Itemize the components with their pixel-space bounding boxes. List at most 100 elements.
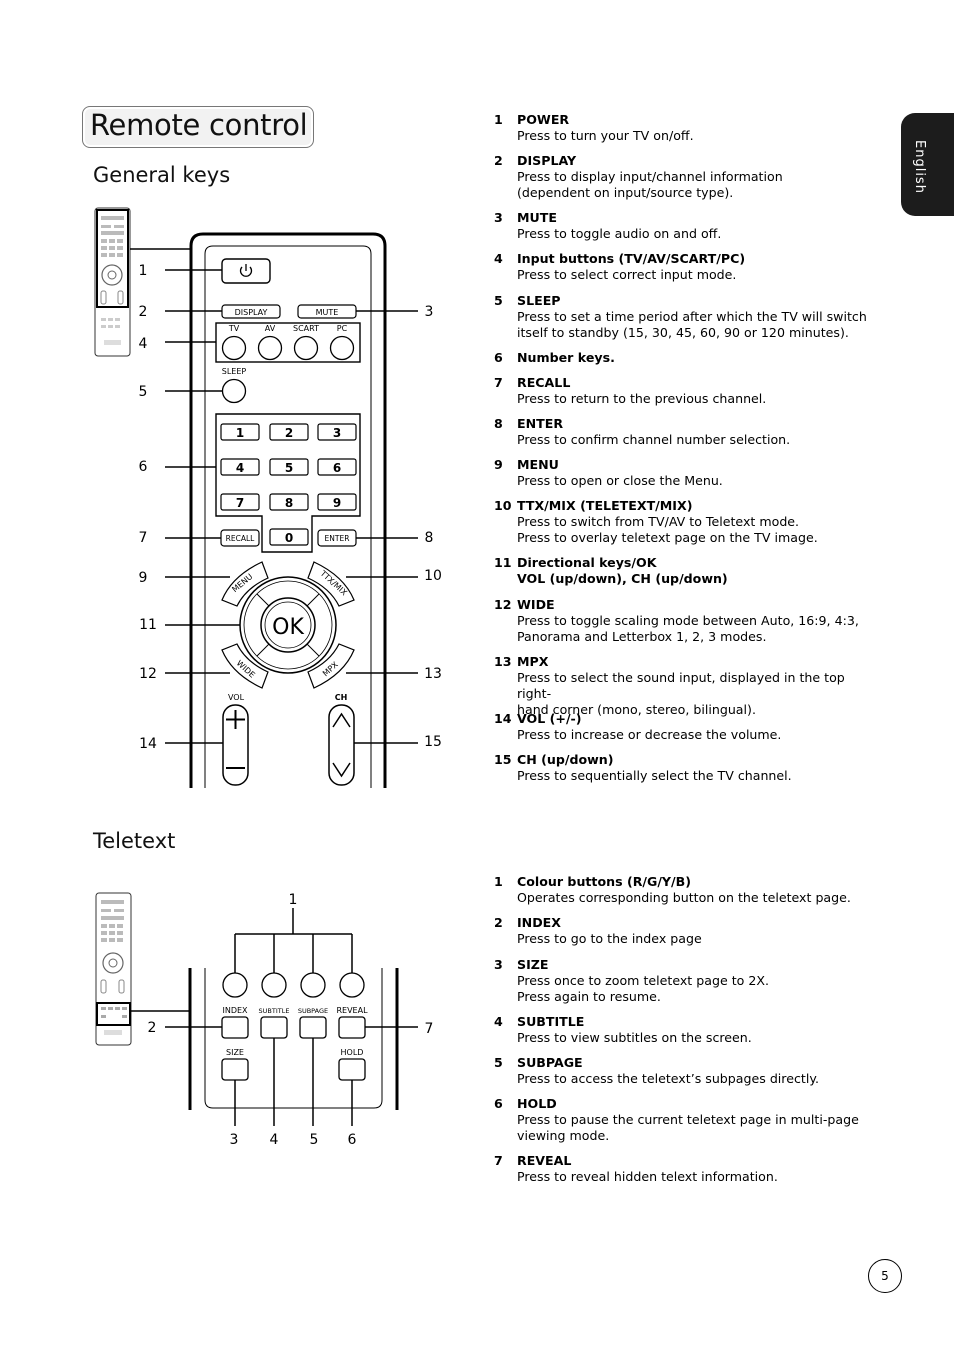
key-8-button[interactable]	[269, 493, 309, 511]
tv-button[interactable]	[221, 335, 247, 361]
item-body: Press to confirm channel number selectio…	[517, 432, 791, 447]
item-number: 3	[494, 957, 503, 972]
callout-10: 10	[424, 568, 442, 584]
list-item: 5 SLEEP Press to set a time period after…	[494, 293, 874, 341]
key-9-button[interactable]	[317, 493, 357, 511]
item-number: 9	[494, 457, 503, 472]
item-number: 5	[494, 1055, 503, 1070]
callout-8: 8	[425, 530, 434, 546]
key-4-button[interactable]	[220, 458, 260, 476]
item-number: 1	[494, 112, 503, 127]
item-number: 10	[494, 498, 512, 513]
sleep-button[interactable]	[221, 378, 247, 404]
vol-rocker[interactable]	[222, 704, 249, 786]
tt-callout-3: 3	[230, 1132, 239, 1148]
yellow-button[interactable]	[300, 972, 326, 998]
list-item: 2 DISPLAY Press to display input/channel…	[494, 153, 874, 201]
subpage-button[interactable]	[299, 1016, 327, 1039]
tt-callout-5: 5	[310, 1132, 319, 1148]
item-heading: Input buttons (TV/AV/SCART/PC)	[517, 251, 746, 266]
item-heading: CH (up/down)	[517, 752, 614, 767]
pc-button[interactable]	[329, 335, 355, 361]
ok-button[interactable]	[260, 597, 316, 653]
item-heading: VOL (+/-)	[517, 711, 582, 726]
callout-13: 13	[424, 666, 442, 682]
remote-general-diagram: DISPLAY MUTE TV AV SCART PC SLEEP 1 2 3 …	[94, 207, 442, 788]
callout-12: 12	[139, 666, 157, 682]
reveal-button[interactable]	[338, 1016, 366, 1039]
key-9-label: 9	[333, 496, 341, 510]
item-heading: Number keys.	[517, 350, 615, 365]
ttx-mix-button[interactable]	[307, 561, 355, 607]
red-button[interactable]	[222, 972, 248, 998]
item-body: Operates corresponding button on the tel…	[517, 890, 851, 905]
item-body: Press to reveal hidden telext informatio…	[517, 1169, 778, 1184]
key-7-button[interactable]	[220, 493, 260, 511]
language-tab	[901, 113, 954, 216]
subtitle-button[interactable]	[260, 1016, 288, 1039]
ch-rocker[interactable]	[328, 704, 355, 786]
size-button[interactable]	[221, 1058, 249, 1081]
item-body: Press to toggle scaling mode between Aut…	[517, 613, 859, 644]
callout-6: 6	[139, 459, 148, 475]
list-item: 4 SUBTITLE Press to view subtitles on th…	[494, 1014, 874, 1046]
callout-1: 1	[139, 263, 148, 279]
item-number: 14	[494, 711, 512, 726]
plus-icon	[226, 710, 245, 729]
hold-button[interactable]	[338, 1058, 366, 1081]
list-item: 11 Directional keys/OK VOL (up/down), CH…	[494, 555, 874, 587]
remote-teletext-diagram: INDEX SUBTITLE SUBPAGE REVEAL SIZE HOLD …	[95, 892, 433, 1148]
page-title: Remote control	[90, 108, 308, 142]
mpx-button[interactable]	[307, 643, 355, 689]
tt-callout-2: 2	[148, 1020, 157, 1036]
item-body: Press to go to the index page	[517, 931, 702, 946]
item-number: 15	[494, 752, 512, 767]
list-item: 13 MPX Press to select the sound input, …	[494, 654, 874, 718]
key-7-label: 7	[236, 496, 244, 510]
callout-14: 14	[139, 736, 157, 752]
wide-button[interactable]	[221, 643, 269, 689]
key-6-button[interactable]	[317, 458, 357, 476]
item-body: Press to sequentially select the TV chan…	[517, 768, 792, 783]
item-body: Press to switch from TV/AV to Teletext m…	[517, 514, 818, 545]
item-number: 7	[494, 1153, 503, 1168]
hold-label: HOLD	[341, 1048, 364, 1057]
scart-button[interactable]	[293, 335, 319, 361]
vol-label: VOL	[228, 693, 245, 702]
index-button[interactable]	[221, 1016, 249, 1039]
item-number: 3	[494, 210, 503, 225]
key-5-button[interactable]	[269, 458, 309, 476]
callout-11: 11	[139, 617, 157, 633]
item-heading: MENU	[517, 457, 559, 472]
item-heading: HOLD	[517, 1096, 557, 1111]
list-item: 1 Colour buttons (R/G/Y/B) Operates corr…	[494, 874, 874, 906]
item-body: Press once to zoom teletext page to 2X. …	[517, 973, 769, 1004]
ok-label: OK	[272, 615, 304, 640]
key-0-button[interactable]	[269, 528, 309, 546]
key-3-button[interactable]	[317, 423, 357, 441]
key-2-label: 2	[285, 426, 293, 440]
tt-callout-4: 4	[270, 1132, 279, 1148]
callout-5: 5	[139, 384, 148, 400]
item-body: Press to pause the current teletext page…	[517, 1112, 859, 1143]
key-2-button[interactable]	[269, 423, 309, 441]
blue-button[interactable]	[339, 972, 365, 998]
item-number: 6	[494, 350, 503, 365]
av-button[interactable]	[257, 335, 283, 361]
chevron-up-icon	[332, 712, 351, 728]
ch-label: CH	[335, 693, 348, 702]
list-item: 12 WIDE Press to toggle scaling mode bet…	[494, 597, 874, 645]
key-1-button[interactable]	[220, 423, 260, 441]
item-body: Press to turn your TV on/off.	[517, 128, 694, 143]
menu-button[interactable]	[221, 561, 269, 607]
subpage-label: SUBPAGE	[298, 1007, 328, 1015]
key-8-label: 8	[285, 496, 293, 510]
list-item: 15 CH (up/down) Press to sequentially se…	[494, 752, 874, 784]
mute-button-label: MUTE	[316, 308, 339, 317]
item-heading: ENTER	[517, 416, 564, 431]
remote-thumbnail-teletext	[95, 892, 132, 1046]
remote-thumbnail	[94, 207, 131, 357]
list-item: 7 RECALL Press to return to the previous…	[494, 375, 874, 407]
green-button[interactable]	[261, 972, 287, 998]
power-icon	[239, 264, 253, 277]
